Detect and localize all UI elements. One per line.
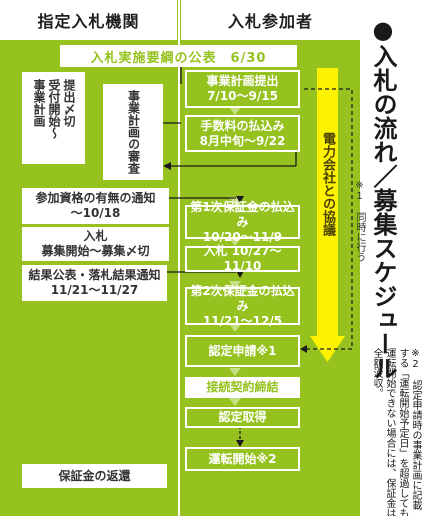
note-1: ※1 同時に行う (354, 180, 365, 262)
triangle-down-5 (229, 324, 241, 332)
box-cert-obtain: 認定取得 (185, 407, 300, 428)
column-divider (178, 0, 180, 516)
box-cert-request: 認定申請※1 (185, 335, 300, 367)
deposit1-date: 10/20〜11/9 (202, 229, 283, 244)
down-triangles (229, 107, 241, 406)
triangle-down-3 (229, 238, 241, 246)
consultation-bar: 電力会社との協議 (317, 70, 338, 360)
submit-date: 7/10〜9/15 (207, 89, 278, 103)
cert-request-label: 認定申請※1 (208, 343, 277, 358)
result-label: 結果公表・落札結果通知 (28, 268, 161, 282)
flow-connectors (163, 67, 297, 447)
box-second-deposit: 第2次保証金の払込み 11/21〜12/5 (185, 283, 300, 328)
box-plan-submit: 事業計画提出 7/10〜9/15 (185, 70, 300, 108)
bid-period-label: 入札 10/27〜11/10 (203, 244, 282, 273)
bid-label: 入札 (83, 229, 108, 243)
triangle-down-7 (229, 398, 241, 406)
eligibility-date: 〜10/18 (70, 206, 121, 220)
eligibility-label: 参加資格の有無の通知 (35, 191, 156, 205)
cert-obtain-label: 認定取得 (218, 410, 267, 424)
triangle-down-1 (229, 107, 241, 115)
box-eligibility-notice: 参加資格の有無の通知 〜10/18 (22, 188, 169, 224)
header-designated-agency: 指定入札機関 (0, 0, 177, 40)
header-bidder: 入札参加者 (181, 0, 360, 40)
arrow-heads (163, 162, 244, 447)
box-first-deposit: 第1次保証金の払込み 10/20〜11/9 (185, 200, 300, 244)
simultaneous-bracket (300, 88, 353, 353)
box-operation-start: 運転開始※2 (185, 447, 300, 471)
fee-date: 8月中旬〜9/22 (199, 133, 286, 148)
submit-label: 事業計画提出 (206, 74, 279, 88)
banner-announcement: 入札実施要綱の公表 6/30 (60, 45, 297, 67)
box-deposit-refund: 保証金の返還 (22, 464, 167, 488)
box-contract: 接続契約締結 (185, 377, 300, 398)
box-bid-recruitment: 入札 募集開始〜募集〆切 (22, 227, 169, 261)
bid-period: 募集開始〜募集〆切 (41, 244, 150, 258)
deposit1-label: 第1次保証金の払込み (190, 199, 295, 229)
page-title: ●入札の流れ／募集スケジュール (369, 16, 397, 380)
deposit2-date: 11/21〜12/5 (202, 313, 283, 328)
box-fee-payment: 手数料の払込み 8月中旬〜9/22 (185, 115, 300, 152)
review-label: 事業計画の審査 (126, 90, 141, 174)
box-plan-review: 事業計画の審査 (103, 84, 163, 180)
box-bid-period: 入札 10/27〜11/10 (185, 244, 300, 273)
box-plan-acceptance: 事業計画 受付開始〜 提出〆切 (22, 72, 85, 164)
refund-label: 保証金の返還 (58, 468, 131, 483)
arrow-lines (163, 67, 297, 440)
plan-accept-label-a: 事業計画 (32, 79, 46, 127)
note-2: ※2 認定申請時の事業計画に記載する「運転開始予定日」を超過しても運転開始できな… (371, 348, 421, 516)
consultation-arrow (310, 68, 345, 362)
box-result-announcement: 結果公表・落札結果通知 11/21〜11/27 (22, 265, 167, 301)
plan-accept-label-b: 受付開始〜 (47, 79, 61, 139)
triangle-down-6 (229, 368, 241, 376)
fee-label: 手数料の払込み (200, 118, 285, 133)
deposit2-label: 第2次保証金の払込み (190, 283, 295, 313)
triangle-down-4 (229, 281, 241, 289)
plan-accept-label-c: 提出〆切 (62, 79, 76, 127)
consultation-label: 電力会社との協議 (320, 132, 335, 236)
result-date: 11/21〜11/27 (50, 283, 139, 297)
contract-label: 接続契約締結 (206, 380, 279, 394)
operation-start-label: 運転開始※2 (208, 451, 277, 466)
